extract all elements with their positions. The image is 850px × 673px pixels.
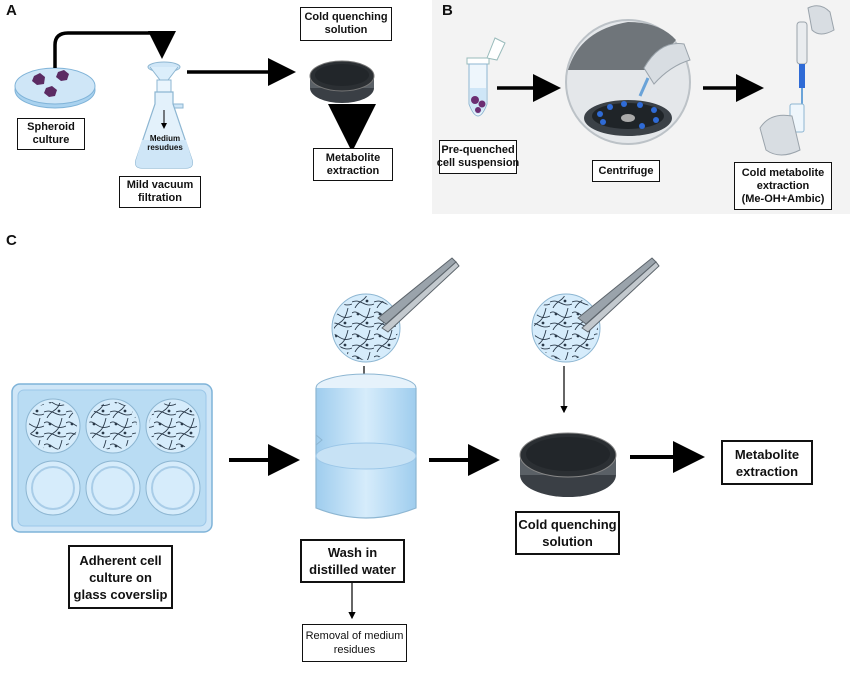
centrifuge-icon — [565, 19, 691, 145]
eppendorf-tube-icon — [466, 37, 506, 117]
mild-vacuum-filtration-label: Mild vacuum filtration — [119, 176, 201, 208]
quenching-dish-icon-a — [309, 60, 375, 103]
arrow-dish-to-filtration — [53, 31, 176, 68]
panel-letter-c: C — [6, 232, 17, 249]
coverslip-tweezers-icon-2 — [531, 257, 660, 363]
flask-medium-label: Medium resudues — [147, 134, 183, 152]
cold-quenching-label-a: Cold quenching solution — [300, 7, 392, 41]
cold-quenching-label-c: Cold quenching solution — [515, 511, 620, 555]
adherent-cell-culture-label: Adherent cell culture on glass coverslip — [68, 545, 173, 609]
coverslip-tweezers-icon-1 — [331, 257, 460, 363]
metabolite-extraction-label-a: Metabolite extraction — [313, 148, 393, 181]
panel-letter-a: A — [6, 2, 17, 19]
cold-metabolite-extraction-label: Cold metabolite extraction (Me-OH+Ambic) — [734, 162, 832, 210]
metabolite-extraction-label-c: Metabolite extraction — [721, 440, 813, 485]
wash-distilled-water-label: Wash in distilled water — [300, 539, 405, 583]
spheroid-culture-label: Spheroid culture — [17, 118, 85, 150]
pre-quenched-label: Pre-quenched cell suspension — [437, 140, 519, 174]
removal-medium-residues-label: Removal of medium residues — [302, 624, 407, 662]
centrifuge-label: Centrifuge — [592, 160, 660, 182]
quenching-dish-icon-c — [519, 432, 617, 497]
well-plate-icon — [11, 383, 213, 533]
beaker-icon — [315, 373, 417, 519]
panel-letter-b: B — [442, 2, 453, 19]
pipette-icon — [759, 5, 835, 156]
vacuum-flask-icon — [135, 61, 193, 169]
spheroid-dish-icon — [14, 67, 96, 109]
